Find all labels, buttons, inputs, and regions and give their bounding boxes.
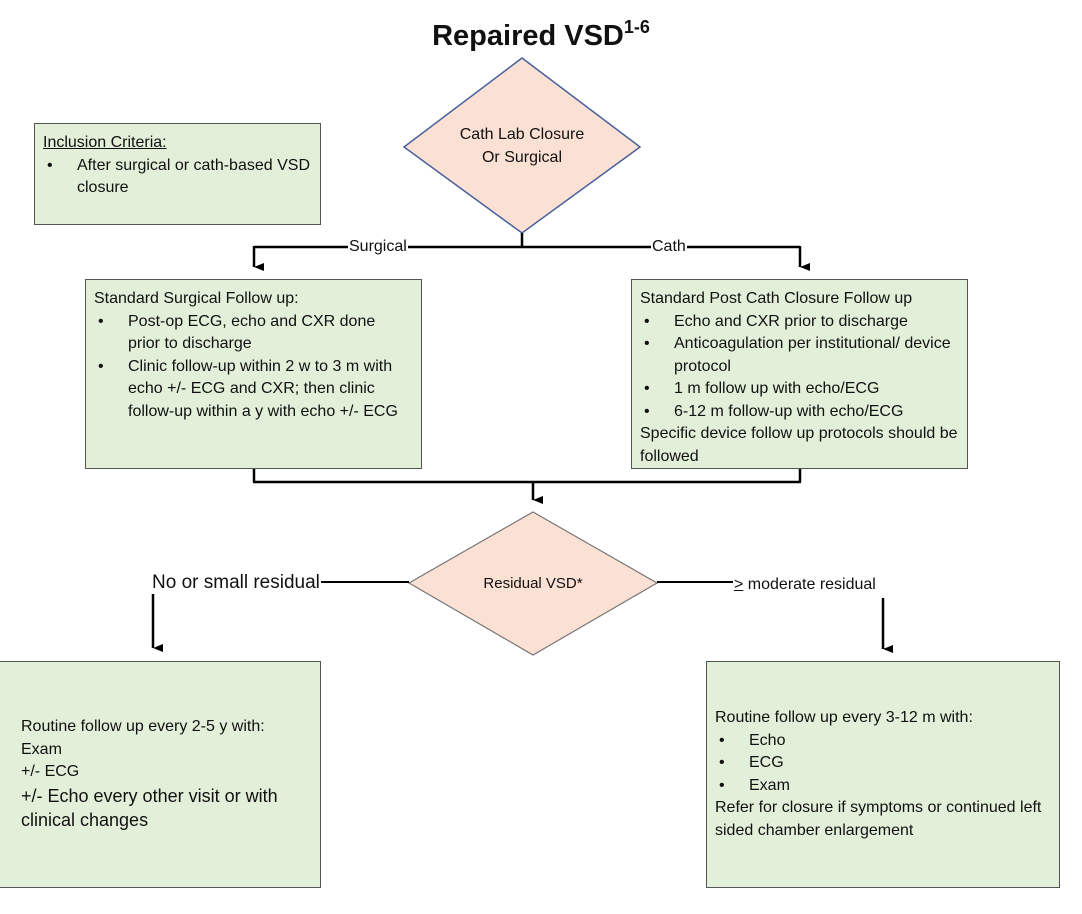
- cath-list: Echo and CXR prior to discharge Anticoag…: [640, 311, 961, 424]
- surgical-item: Post-op ECG, echo and CXR done prior to …: [94, 311, 409, 356]
- cath-footer: Specific device follow up protocols shou…: [640, 425, 958, 465]
- inclusion-heading: Inclusion Criteria:: [43, 134, 167, 151]
- moderate-residual-box: Routine follow up every 3-12 m with: Ech…: [706, 661, 1060, 888]
- cath-branch-label: Cath: [651, 238, 687, 256]
- moderate-list: Echo ECG Exam: [715, 730, 1053, 798]
- residual-decision-diamond: [407, 511, 659, 656]
- surgical-followup-box: Standard Surgical Follow up: Post-op ECG…: [85, 279, 422, 469]
- small-line4: +/- Echo every other visit or with clini…: [21, 785, 278, 830]
- small-residual-box: Routine follow up every 2-5 y with: Exam…: [0, 661, 321, 888]
- moderate-item: Exam: [715, 775, 1053, 798]
- moderate-residual-text: moderate residual: [743, 576, 876, 593]
- moderate-item: ECG: [715, 752, 1053, 775]
- moderate-footer: Refer for closure if symptoms or continu…: [715, 799, 1042, 839]
- cath-item: Echo and CXR prior to discharge: [640, 311, 961, 334]
- surgical-branch-label: Surgical: [348, 238, 408, 256]
- title-text: Repaired VSD: [432, 20, 624, 52]
- top-decision-text: Cath Lab Closure Or Surgical: [444, 123, 600, 169]
- greater-equal-symbol: >: [734, 576, 744, 593]
- inclusion-item: After surgical or cath-based VSD closure: [43, 155, 314, 200]
- cath-followup-box: Standard Post Cath Closure Follow up Ech…: [631, 279, 968, 469]
- surgical-list: Post-op ECG, echo and CXR done prior to …: [94, 311, 409, 424]
- small-residual-label: No or small residual: [151, 572, 321, 594]
- small-line3: +/- ECG: [21, 763, 80, 780]
- surgical-heading: Standard Surgical Follow up:: [94, 290, 299, 307]
- surgical-item: Clinic follow-up within 2 w to 3 m with …: [94, 356, 409, 424]
- inclusion-list: After surgical or cath-based VSD closure: [43, 155, 314, 200]
- cath-item: Anticoagulation per institutional/ devic…: [640, 333, 961, 378]
- residual-decision-text: Residual VSD*: [483, 575, 583, 592]
- moderate-item: Echo: [715, 730, 1053, 753]
- top-decision-line2: Or Surgical: [481, 149, 563, 166]
- cath-item: 6-12 m follow-up with echo/ECG: [640, 401, 961, 424]
- moderate-heading: Routine follow up every 3-12 m with:: [715, 709, 973, 726]
- small-line2: Exam: [21, 740, 62, 758]
- cath-heading: Standard Post Cath Closure Follow up: [640, 290, 913, 307]
- top-decision-line1: Cath Lab Closure: [459, 126, 585, 143]
- title-superscript: 1-6: [623, 17, 650, 37]
- cath-item: 1 m follow up with echo/ECG: [640, 378, 961, 401]
- inclusion-criteria-box: Inclusion Criteria: After surgical or ca…: [34, 123, 321, 225]
- moderate-residual-label: > moderate residual: [733, 576, 877, 594]
- diagram-title: Repaired VSD1-6: [0, 0, 1082, 54]
- small-line1: Routine follow up every 2-5 y with:: [21, 718, 265, 735]
